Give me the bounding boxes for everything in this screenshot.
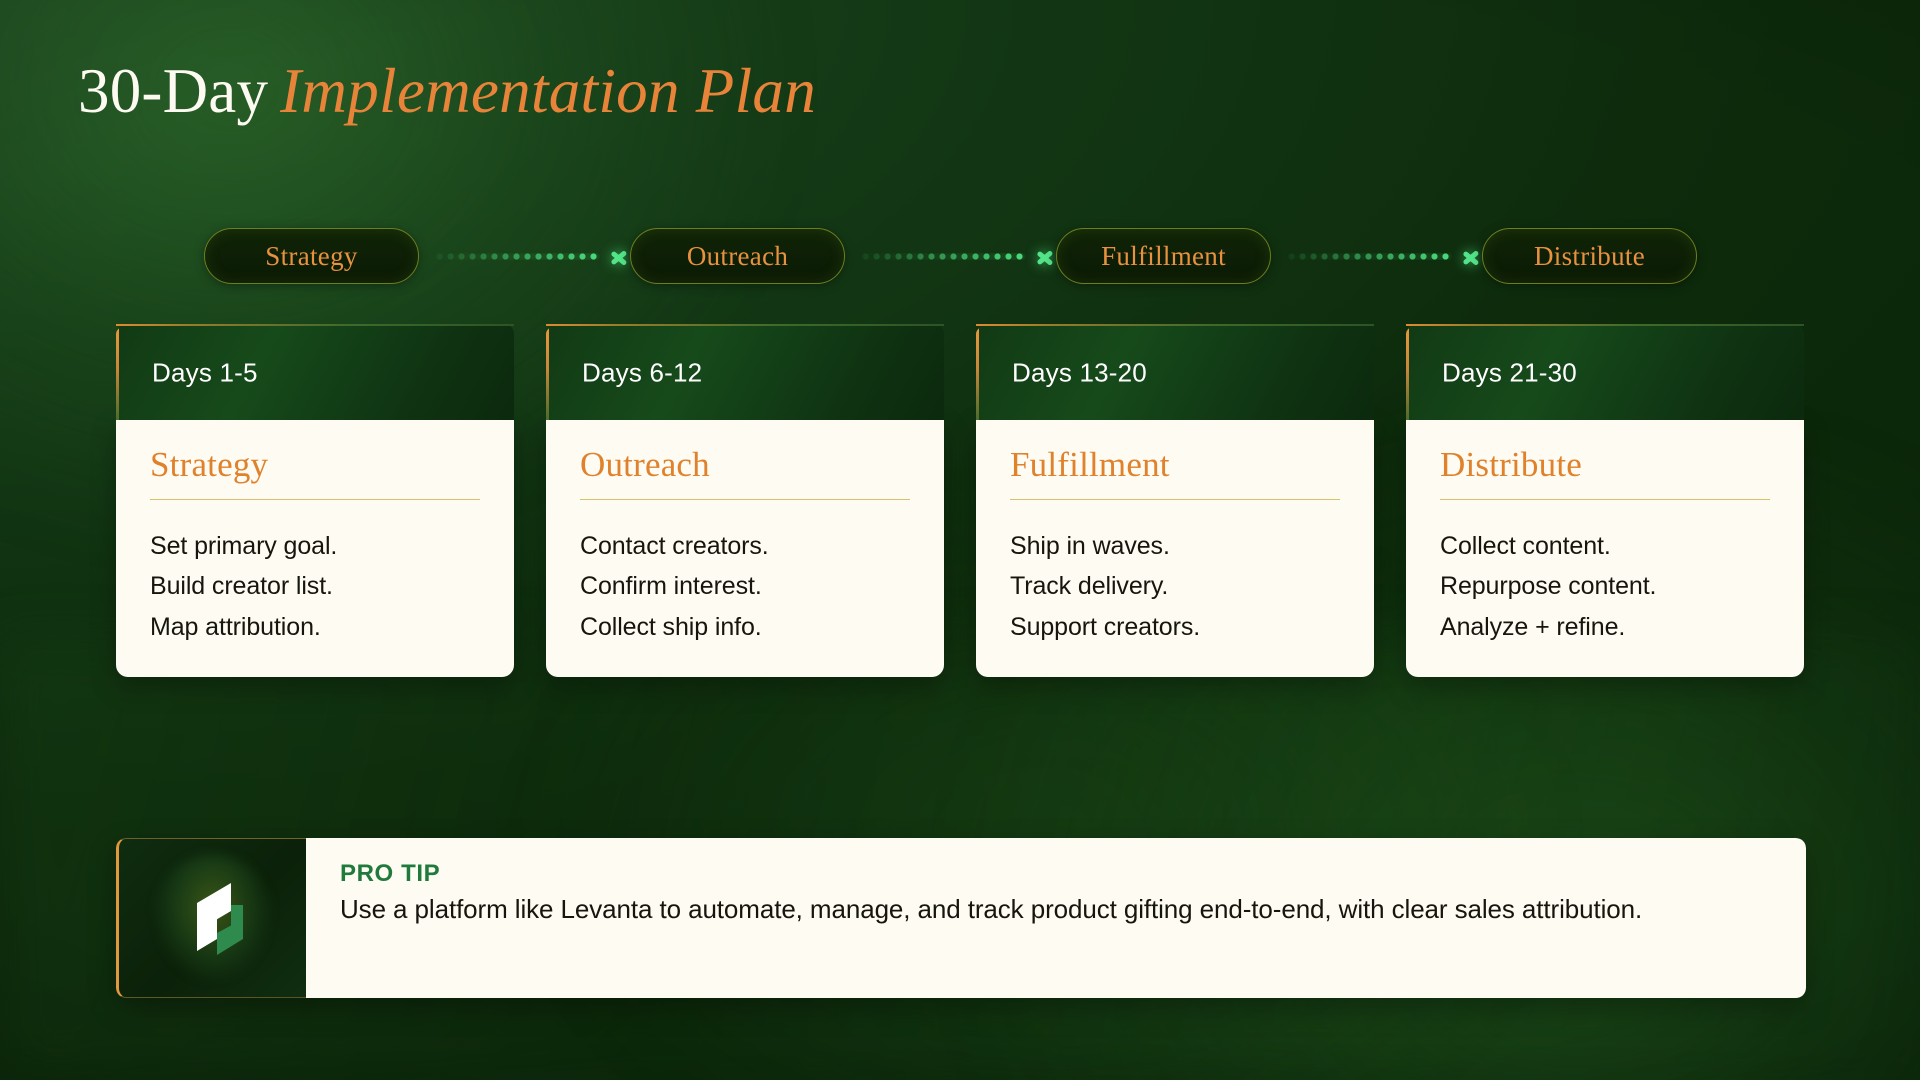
phase-card-grid: Days 1-5 Strategy Set primary goal. Buil… (116, 324, 1920, 724)
phase-card-body: Fulfillment Ship in waves. Track deliver… (976, 420, 1374, 677)
divider (580, 498, 910, 500)
divider (1440, 498, 1770, 500)
dotted-line-icon (1286, 253, 1452, 260)
phase-card-body: Outreach Contact creators. Confirm inter… (546, 420, 944, 677)
phase-card-days: Days 1-5 (152, 357, 258, 388)
list-item: Track delivery. (1010, 572, 1169, 600)
phase-card-days: Days 13-20 (1012, 357, 1147, 388)
stage-pill-outreach[interactable]: Outreach (630, 228, 845, 284)
list-item: Support creators. (1010, 612, 1201, 641)
pro-tip-content: PRO TIP Use a platform like Levanta to a… (306, 838, 1806, 998)
list-item: Set primary goal. (150, 531, 338, 560)
stage-pill-fulfillment[interactable]: Fulfillment (1056, 228, 1271, 284)
phase-card-title: Distribute (1440, 445, 1582, 484)
phase-card-header: Days 6-12 (546, 324, 944, 420)
phase-card-header: Days 1-5 (116, 324, 514, 420)
levanta-logo-icon (177, 877, 249, 959)
list-item: Map attribution. (150, 612, 321, 641)
phase-card-list: Collect content. Repurpose content. Anal… (1440, 526, 1770, 648)
stage-pill-label: Fulfillment (1101, 240, 1226, 271)
arrow-right-icon (610, 247, 632, 269)
stage-connector-3 (1286, 248, 1484, 266)
phase-card-days: Days 6-12 (582, 357, 703, 388)
stage-connector-2 (860, 248, 1058, 266)
stage-pill-distribute[interactable]: Distribute (1482, 228, 1697, 284)
stage-pill-strategy[interactable]: Strategy (204, 228, 419, 284)
stage-pill-label: Strategy (265, 240, 358, 271)
phase-card[interactable]: Days 21-30 Distribute Collect content. R… (1406, 324, 1804, 677)
stage-flow: Strategy Outreach Fulfillment Distribute (204, 228, 1734, 284)
list-item: Collect content. (1440, 531, 1611, 560)
phase-card[interactable]: Days 13-20 Fulfillment Ship in waves. Tr… (976, 324, 1374, 677)
page-title-primary: 30-Day (78, 56, 269, 126)
pro-tip-banner: PRO TIP Use a platform like Levanta to a… (116, 838, 1806, 998)
dotted-line-icon (860, 253, 1026, 260)
phase-card-list: Set primary goal. Build creator list. Ma… (150, 526, 480, 648)
list-item: Confirm interest. (580, 572, 762, 600)
dotted-line-icon (434, 253, 600, 260)
phase-card-list: Ship in waves. Track delivery. Support c… (1010, 526, 1340, 648)
phase-card-body: Strategy Set primary goal. Build creator… (116, 420, 514, 677)
phase-card-title: Fulfillment (1010, 445, 1170, 484)
pro-tip-label: PRO TIP (340, 860, 441, 887)
phase-card-title: Outreach (580, 445, 710, 484)
brand-logo-panel (116, 838, 306, 998)
stage-pill-label: Outreach (686, 240, 789, 271)
stage-pill-label: Distribute (1534, 240, 1645, 271)
list-item: Contact creators. (580, 531, 769, 560)
divider (150, 498, 480, 500)
arrow-right-icon (1036, 247, 1058, 269)
list-item: Repurpose content. (1440, 572, 1657, 600)
phase-card[interactable]: Days 6-12 Outreach Contact creators. Con… (546, 324, 944, 677)
phase-card-body: Distribute Collect content. Repurpose co… (1406, 420, 1804, 677)
list-item: Collect ship info. (580, 612, 762, 641)
list-item: Analyze + refine. (1440, 612, 1626, 641)
phase-card-header: Days 13-20 (976, 324, 1374, 420)
arrow-right-icon (1462, 247, 1484, 269)
list-item: Build creator list. (150, 572, 333, 600)
phase-card-list: Contact creators. Confirm interest. Coll… (580, 526, 910, 648)
page-title-accent: Implementation Plan (280, 56, 816, 126)
phase-card-header: Days 21-30 (1406, 324, 1804, 420)
divider (1010, 498, 1340, 500)
pro-tip-body: Use a platform like Levanta to automate,… (340, 894, 1643, 924)
phase-card[interactable]: Days 1-5 Strategy Set primary goal. Buil… (116, 324, 514, 677)
phase-card-title: Strategy (150, 445, 269, 484)
stage-connector-1 (434, 248, 632, 266)
phase-card-days: Days 21-30 (1442, 357, 1577, 388)
list-item: Ship in waves. (1010, 531, 1170, 560)
